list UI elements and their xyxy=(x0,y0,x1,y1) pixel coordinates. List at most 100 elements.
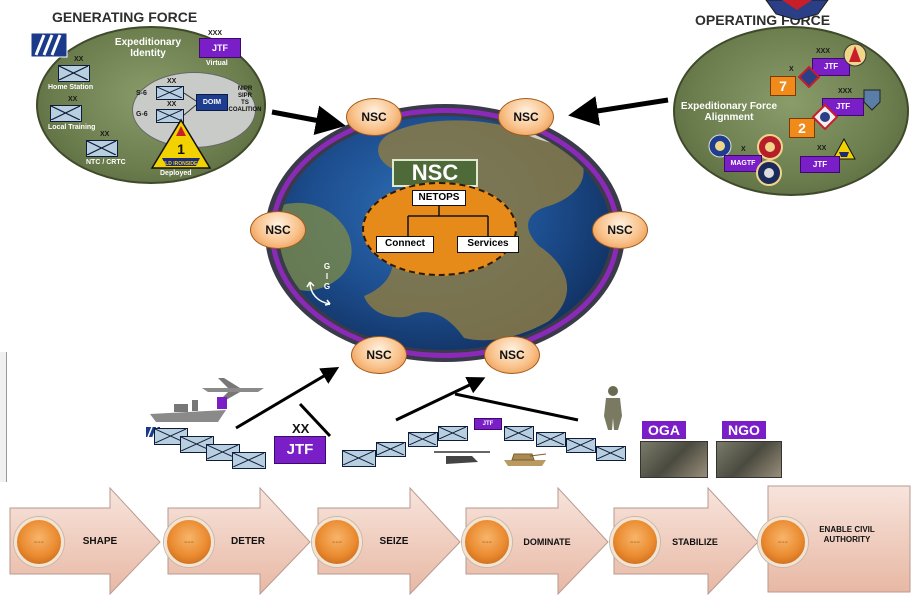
virtual-jtf-box: JTF xyxy=(199,38,241,58)
mid-unit-8 xyxy=(596,446,626,461)
deployed-label: Deployed xyxy=(160,170,192,177)
home-station-label: Home Station xyxy=(48,84,94,91)
phase-circle-text: --- xyxy=(482,536,492,548)
op-echelon-xxx-1: XXX xyxy=(816,48,831,55)
op-echelon-x-1: X xyxy=(789,66,794,73)
jtf-echelon-mark: XXX xyxy=(208,30,223,37)
netops-tree-lines xyxy=(407,206,489,236)
netops-label: NETOPS xyxy=(418,192,460,203)
transport-aircraft-icon xyxy=(202,378,264,400)
gig-label: G I G xyxy=(322,262,332,292)
gig-letter-i: I xyxy=(325,272,329,281)
doim-box: DOIM xyxy=(196,94,228,111)
echelon-mark-ntc: XX xyxy=(100,131,110,138)
mid-unit-2 xyxy=(376,442,406,457)
op-echelon-xx: XX xyxy=(817,145,827,152)
gig-letter-g2: G xyxy=(323,282,331,291)
phase-arrow-shape xyxy=(167,486,311,596)
nsc-node-label: NSC xyxy=(366,348,392,362)
op-echelon-xxx-2: XXX xyxy=(838,88,853,95)
mid-jtf-box: JTF xyxy=(474,418,502,430)
oga-label: OGA xyxy=(648,422,680,438)
nsc-node-top-right: NSC xyxy=(498,98,554,136)
phase-circle-text: --- xyxy=(630,536,640,548)
phase-label-seize: SEIZE xyxy=(379,536,409,547)
badge-number: 1 xyxy=(177,141,185,157)
armor-patch-icon xyxy=(832,138,856,160)
coalition-label: COALITION xyxy=(228,107,262,113)
ts-label: TS xyxy=(241,100,249,106)
left-unit-4 xyxy=(232,452,266,469)
nsc-node-label: NSC xyxy=(265,223,291,237)
gig-rotation-arrow-icon xyxy=(306,281,331,306)
nsc-node-label: NSC xyxy=(499,348,525,362)
left-jtf-echelon: XX xyxy=(292,421,310,436)
mid-unit-7 xyxy=(566,438,596,453)
phase-label-stabilize: STABILIZE xyxy=(672,537,718,547)
nsc-node-top-left: NSC xyxy=(346,98,402,136)
nsc-node-right: NSC xyxy=(592,211,648,249)
local-training-label: Local Training xyxy=(48,124,96,131)
doim-label: DOIM xyxy=(202,99,222,106)
echelon-mark-home: XX xyxy=(74,56,84,63)
nipr-label: NIPR xyxy=(237,86,253,92)
mid-unit-5 xyxy=(504,426,534,441)
nsc-node-label: NSC xyxy=(361,110,387,124)
oga-photo xyxy=(640,441,708,478)
phase-arrow-shape xyxy=(613,486,759,596)
navy-seal-icon xyxy=(756,160,782,186)
expeditionary-identity-label: Expeditionary Identity xyxy=(114,37,182,59)
op-number-2: 2 xyxy=(798,120,806,136)
op-jtf-box-3: JTF xyxy=(800,156,840,173)
arrow-operating-to-nsc xyxy=(568,96,669,126)
phase-arrow-shapes xyxy=(9,485,911,596)
soldier-icon xyxy=(604,386,622,430)
home-station-unit-symbol xyxy=(58,65,90,82)
left-unit-1 xyxy=(154,428,188,445)
oga-label-box: OGA xyxy=(642,421,686,439)
division-patch-icon xyxy=(30,32,68,58)
echelon-mark-g6: XX xyxy=(167,101,177,108)
s6-label: S-6 xyxy=(136,90,147,97)
arrow-mid-units-to-nsc xyxy=(395,377,486,422)
left-edge-panel xyxy=(0,352,7,482)
arrow-left-branch xyxy=(298,402,332,438)
local-training-unit-symbol xyxy=(50,105,82,122)
arrow-left-units-to-nsc xyxy=(235,366,340,430)
op-jtf-box-1: JTF xyxy=(812,58,850,76)
connect-label: Connect xyxy=(385,238,425,249)
expeditionary-force-alignment-label: Expeditionary Force Alignment xyxy=(680,101,778,123)
mid-unit-3 xyxy=(408,432,438,447)
op-echelon-x-2: X xyxy=(741,146,746,153)
op-jtf-label-1: JTF xyxy=(823,62,839,71)
ntc-crtc-unit-symbol xyxy=(86,140,118,157)
marine-corps-seal-icon xyxy=(757,134,783,160)
op-jtf-label-3: JTF xyxy=(812,160,828,169)
ngo-label: NGO xyxy=(728,422,760,438)
virtual-jtf-label: JTF xyxy=(211,43,228,53)
magtf-label: MAGTF xyxy=(730,160,756,167)
op-number-7-box: 7 xyxy=(770,76,796,96)
left-jtf-label: JTF xyxy=(286,441,314,458)
netops-box: NETOPS xyxy=(412,190,466,206)
generating-force-title: GENERATING FORCE xyxy=(52,9,198,25)
phase-circle-deter: --- xyxy=(164,517,214,567)
unit-shield-icon xyxy=(798,66,820,88)
phase-circle-stabilize: --- xyxy=(610,517,660,567)
gig-letter-g1: G xyxy=(323,262,331,271)
nsc-center-title: NSC xyxy=(411,160,459,185)
phase-circle-enable-civil-authority: --- xyxy=(758,517,808,567)
arrow-generating-to-nsc xyxy=(271,105,346,136)
phase-circle-shape: --- xyxy=(14,517,64,567)
navy-crest-icon xyxy=(863,89,881,111)
sipr-label: SIPR xyxy=(237,93,252,99)
phase-arrow-shape xyxy=(465,486,609,596)
badge-caption: OLD IRONSIDES xyxy=(161,161,201,167)
warship-icon xyxy=(150,400,226,422)
mid-unit-6 xyxy=(536,432,566,447)
op-jtf-label-2: JTF xyxy=(835,102,851,111)
mid-jtf-label: JTF xyxy=(482,421,494,427)
nsc-node-label: NSC xyxy=(607,223,633,237)
network-list: NIPR SIPR TS COALITION xyxy=(228,86,262,114)
